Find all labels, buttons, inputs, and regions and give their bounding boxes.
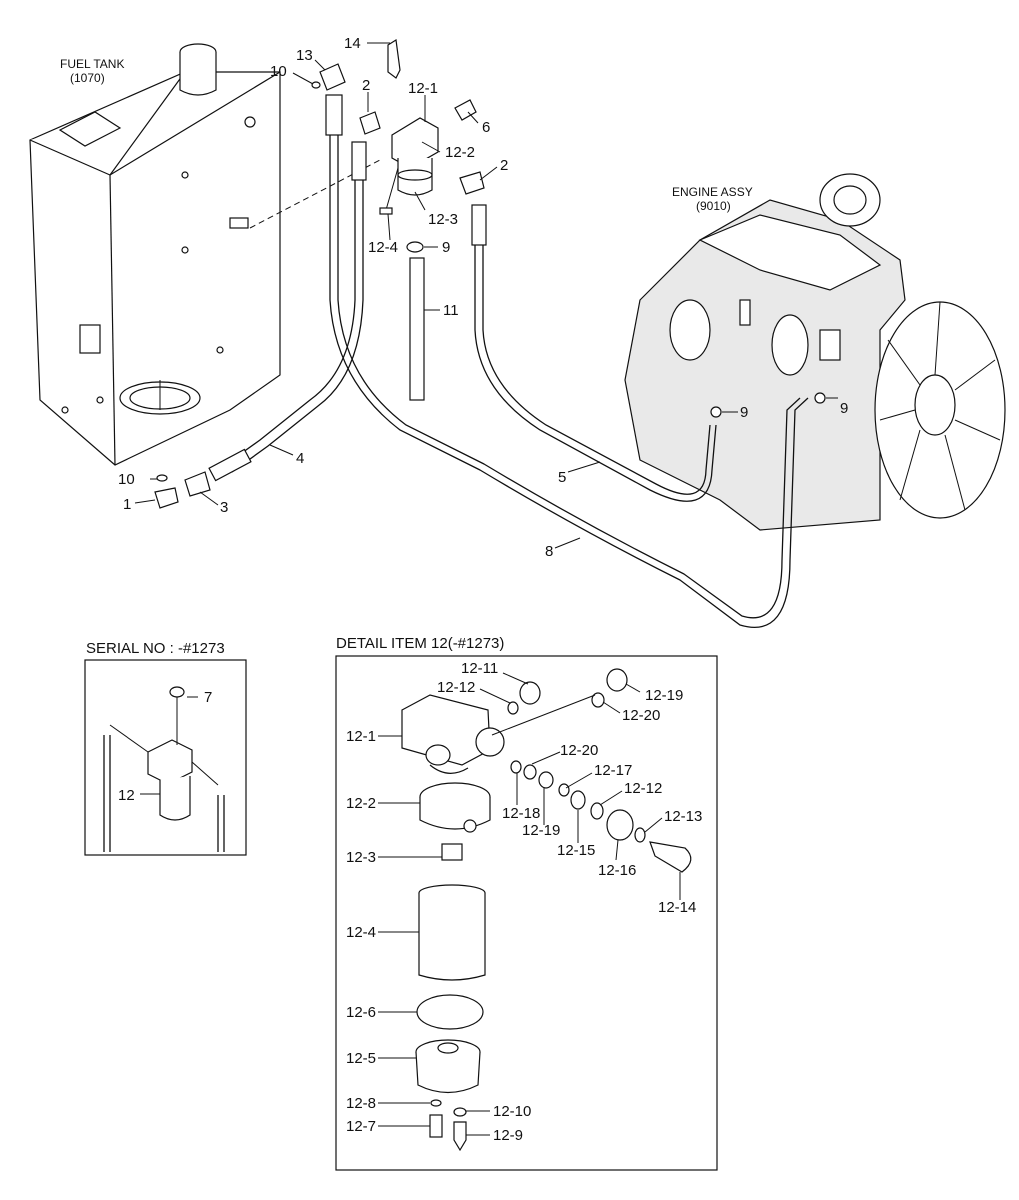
label-8: 8 xyxy=(545,543,553,560)
detail-label-12-8: 12-8 xyxy=(346,1095,376,1112)
serial-inset-title: SERIAL NO : -#1273 xyxy=(86,640,225,657)
engine-code: (9010) xyxy=(696,199,731,213)
detail-label-12-13: 12-13 xyxy=(664,808,702,825)
label-12-4-main: 12-4 xyxy=(368,239,398,256)
detail-label-12-15: 12-15 xyxy=(557,842,595,859)
detail-inset-frame xyxy=(335,655,718,1171)
detail-label-12-7: 12-7 xyxy=(346,1118,376,1135)
detail-label-12-14: 12-14 xyxy=(658,899,696,916)
hoses xyxy=(208,94,809,628)
engine-assembly xyxy=(624,173,1006,531)
main-leader-lines xyxy=(134,42,838,549)
detail-label-12-11: 12-11 xyxy=(461,660,498,677)
fuel-filter-assembly xyxy=(154,38,826,509)
detail-label-12-18: 12-18 xyxy=(502,805,540,822)
detail-label-12-12-top: 12-12 xyxy=(437,679,475,696)
label-5: 5 xyxy=(558,469,566,486)
serial-label-7: 7 xyxy=(204,689,212,706)
engine-name: ENGINE ASSY xyxy=(672,185,753,199)
label-10-bottom: 10 xyxy=(118,471,135,488)
label-12-3-main: 12-3 xyxy=(428,211,458,228)
detail-label-12-20-top: 12-20 xyxy=(622,707,660,724)
label-1: 1 xyxy=(123,496,131,513)
detail-label-12-4: 12-4 xyxy=(346,924,376,941)
label-13: 13 xyxy=(296,47,313,64)
detail-label-12-10: 12-10 xyxy=(493,1103,531,1120)
label-3: 3 xyxy=(220,499,228,516)
serial-inset: SERIAL NO : -#1273 7 12 xyxy=(84,640,247,856)
detail-label-12-19-mid: 12-19 xyxy=(522,822,560,839)
detail-inset: DETAIL ITEM 12(-#1273) xyxy=(335,635,718,1171)
fuel-tank-name: FUEL TANK xyxy=(60,57,124,71)
detail-label-12-5: 12-5 xyxy=(346,1050,376,1067)
fuel-tank xyxy=(29,43,381,466)
label-6: 6 xyxy=(482,119,490,136)
label-2-top: 2 xyxy=(362,77,370,94)
main-part-labels: 14 13 10 2 12-1 6 12-2 2 12-3 12-4 9 11 … xyxy=(118,35,848,560)
detail-label-12-2: 12-2 xyxy=(346,795,376,812)
label-4: 4 xyxy=(296,450,304,467)
detail-label-12-17: 12-17 xyxy=(594,762,632,779)
serial-inset-frame xyxy=(84,659,247,856)
label-11: 11 xyxy=(443,302,459,319)
detail-label-12-12-mid: 12-12 xyxy=(624,780,662,797)
label-12-2-main: 12-2 xyxy=(445,144,475,161)
label-14: 14 xyxy=(344,35,361,52)
label-2-right: 2 xyxy=(500,157,508,174)
detail-label-12-9: 12-9 xyxy=(493,1127,523,1144)
fuel-tank-code: (1070) xyxy=(70,71,105,85)
serial-label-12: 12 xyxy=(118,787,135,804)
detail-label-12-3: 12-3 xyxy=(346,849,376,866)
detail-inset-title: DETAIL ITEM 12(-#1273) xyxy=(336,635,504,652)
label-12-1-main: 12-1 xyxy=(408,80,438,97)
label-9-engine-left: 9 xyxy=(740,404,748,421)
detail-label-12-19-top: 12-19 xyxy=(645,687,683,704)
detail-label-12-16: 12-16 xyxy=(598,862,636,879)
detail-label-12-6: 12-6 xyxy=(346,1004,376,1021)
detail-label-12-1: 12-1 xyxy=(346,728,376,745)
label-9-engine-right: 9 xyxy=(840,400,848,417)
label-10-top: 10 xyxy=(270,63,287,80)
label-9-filter: 9 xyxy=(442,239,450,256)
detail-label-12-20-mid: 12-20 xyxy=(560,742,598,759)
